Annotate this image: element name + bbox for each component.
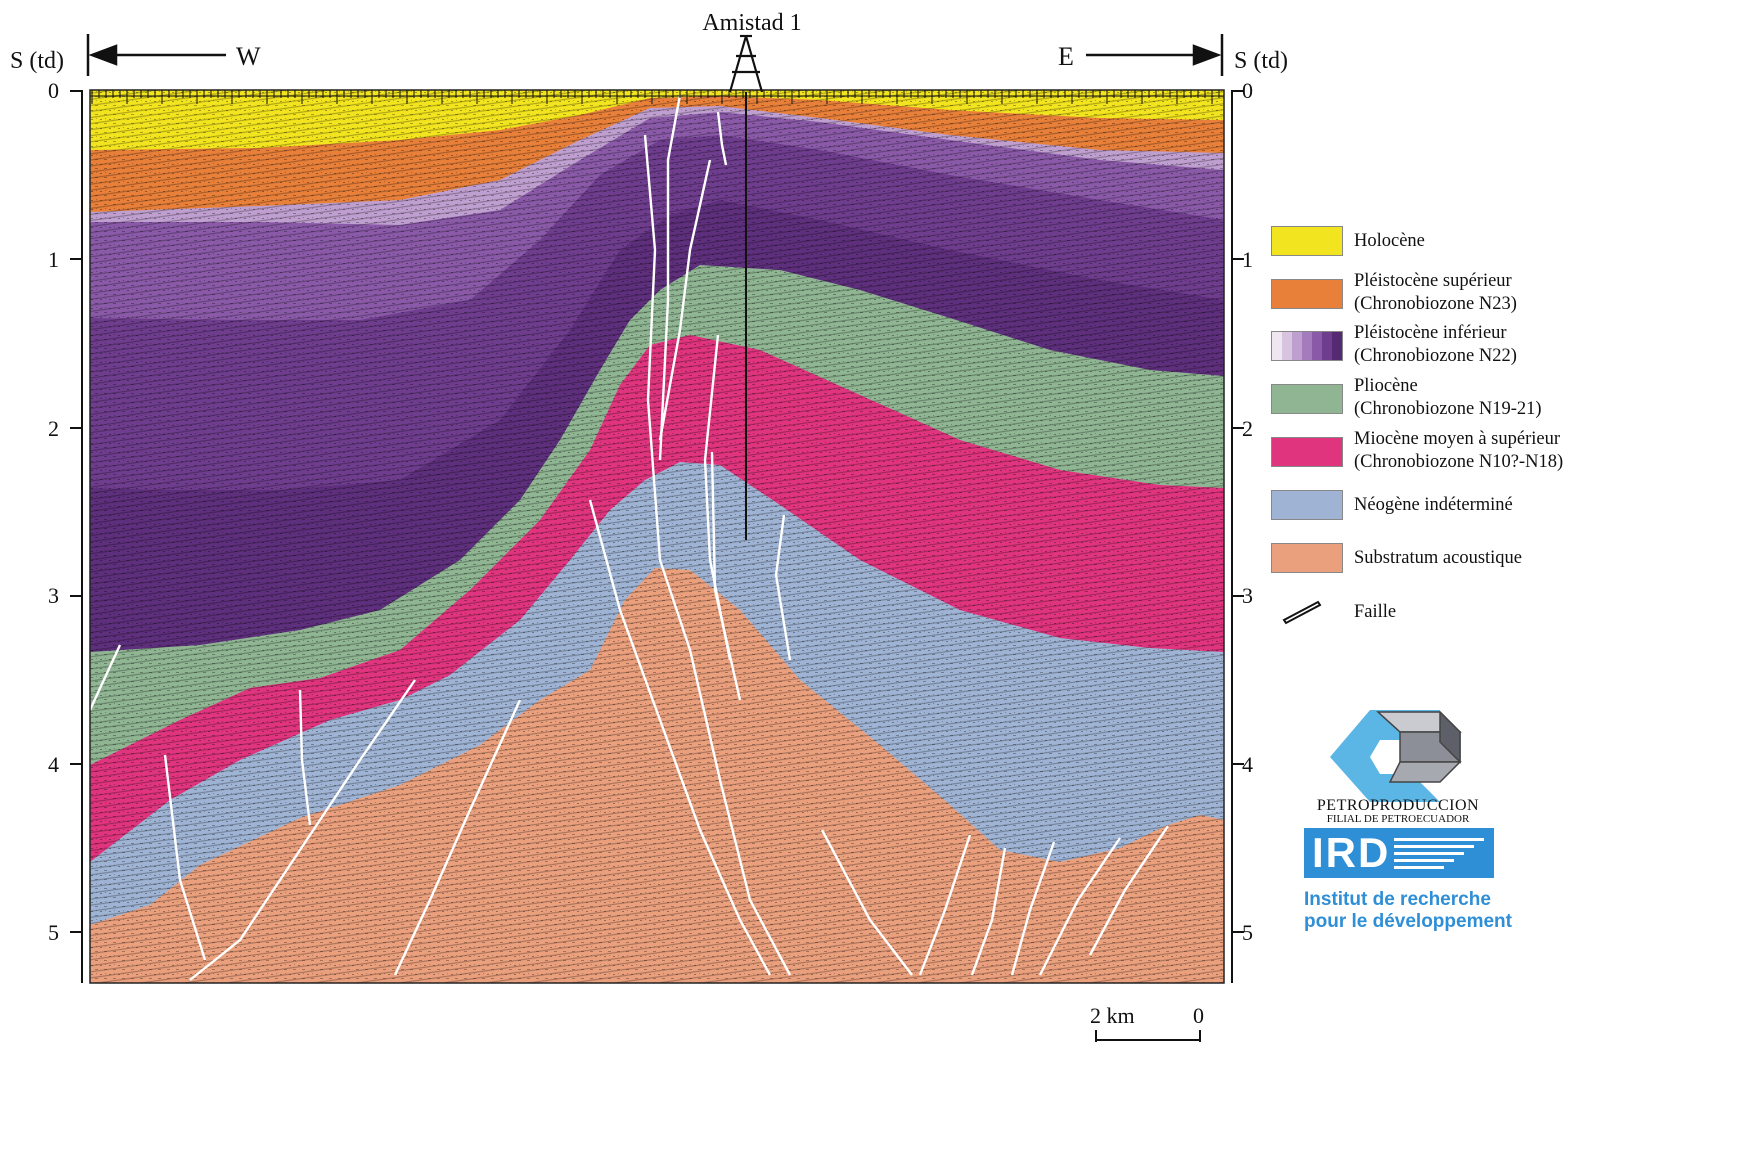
legend-swatch-holocene <box>1271 226 1343 256</box>
right-tick-0: 0 <box>1242 78 1253 103</box>
legend-label-pliocene: Pliocène (Chronobiozone N19-21) <box>1354 376 1542 419</box>
legend-label-pleist-sup: Pléistocène supérieur (Chronobiozone N23… <box>1354 271 1517 314</box>
west-label: W <box>236 42 261 71</box>
legend-label-substratum: Substratum acoustique <box>1354 548 1523 568</box>
left-tick-1: 1 <box>48 247 59 272</box>
scale-label-left: 2 km <box>1090 1003 1135 1028</box>
legend-label-pleist-inf: Pléistocène inférieur (Chronobiozone N22… <box>1354 323 1517 366</box>
petroproduccion-name: PETROPRODUCCION <box>1316 797 1480 814</box>
legend-label-holocene: Holocène <box>1354 231 1425 251</box>
left-axis-title: S (td) <box>10 48 64 74</box>
shotpoint-ticks <box>90 90 1224 104</box>
left-tick-0: 0 <box>48 78 59 103</box>
left-tick-2: 2 <box>48 416 59 441</box>
ird-logo-text: IRD <box>1312 829 1391 876</box>
right-tick-4: 4 <box>1242 752 1253 777</box>
east-label: E <box>1058 42 1074 71</box>
scale-bar <box>1095 1030 1201 1042</box>
ird-subtitle-line2: pour le développement <box>1304 911 1512 932</box>
ird-subtitle-line1: Institut de recherche <box>1304 889 1491 910</box>
legend-swatch-pleist-inf <box>1271 331 1343 361</box>
ird-logo: IRD <box>1304 828 1494 878</box>
petroproduccion-logo-icon <box>1330 710 1462 802</box>
left-tick-4: 4 <box>48 752 59 777</box>
legend-swatch-neogene <box>1271 490 1343 520</box>
seismic-section <box>70 34 1244 984</box>
time-axes <box>70 90 1244 983</box>
petroproduccion-subtitle: FILIAL DE PETROECUADOR <box>1326 813 1470 825</box>
left-tick-5: 5 <box>48 920 59 945</box>
fault-symbol-icon <box>1282 600 1322 625</box>
ird-stripes-icon <box>1394 838 1484 869</box>
right-tick-1: 1 <box>1242 247 1253 272</box>
direction-arrows <box>86 34 1224 76</box>
legend-swatch-pleist-sup <box>1271 279 1343 309</box>
right-tick-5: 5 <box>1242 920 1253 945</box>
legend-label-faille: Faille <box>1354 602 1397 622</box>
section-frame <box>89 89 1225 984</box>
legend-label-neogene: Néogène indéterminé <box>1354 495 1513 515</box>
scale-label-right: 0 <box>1193 1003 1204 1028</box>
derrick-icon <box>728 34 764 93</box>
legend-swatch-substratum <box>1271 543 1343 573</box>
legend-swatch-pliocene <box>1271 384 1343 414</box>
right-tick-3: 3 <box>1242 583 1253 608</box>
right-tick-2: 2 <box>1242 416 1253 441</box>
right-axis-title: S (td) <box>1234 48 1288 74</box>
legend-swatch-miocene <box>1271 437 1343 467</box>
left-tick-3: 3 <box>48 583 59 608</box>
fault-lines <box>90 94 1169 981</box>
legend-label-miocene: Miocène moyen à supérieur (Chronobiozone… <box>1354 429 1564 472</box>
well-label: Amistad 1 <box>702 10 802 36</box>
